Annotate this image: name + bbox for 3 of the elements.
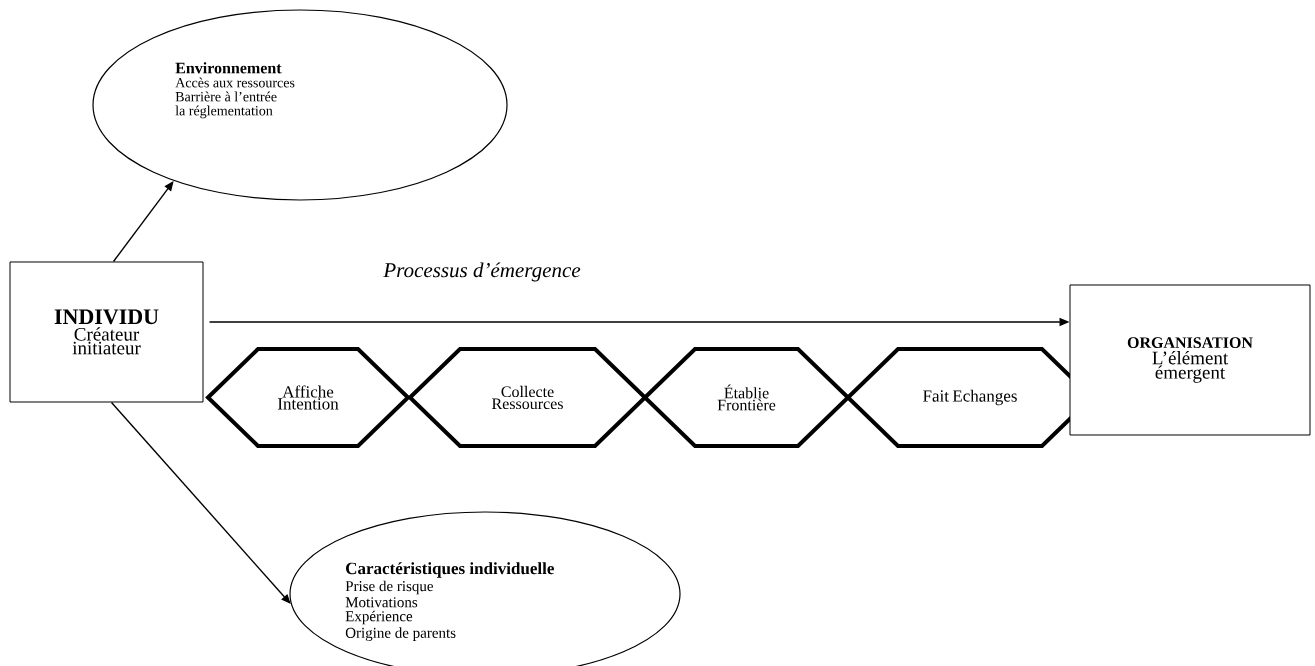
edge-label: Processus d’émergence	[383, 262, 581, 282]
box: INDIVIDU Créateur initiateur	[9, 261, 204, 403]
box: ORGANISATION L’élément émergent	[1069, 284, 1311, 436]
